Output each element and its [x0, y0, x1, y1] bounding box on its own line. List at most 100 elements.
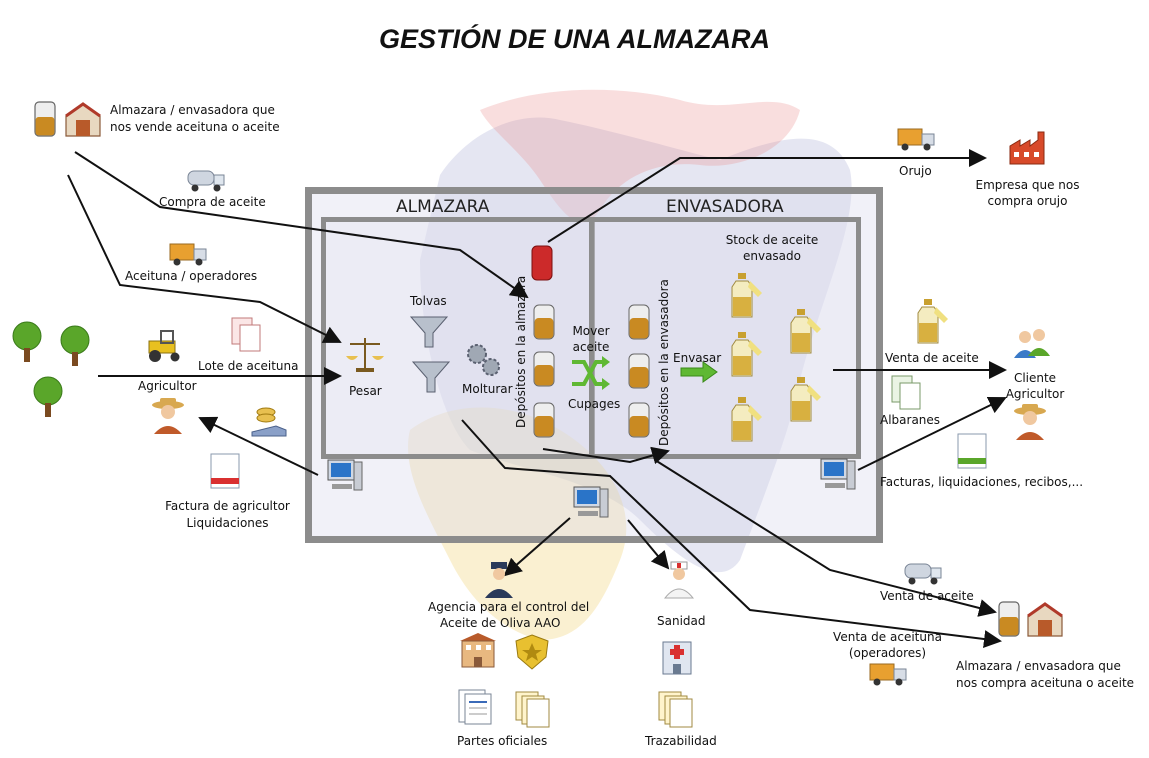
label-empresa-line1: Empresa que nos	[975, 178, 1080, 192]
arrow-envasadora-venta	[654, 459, 997, 617]
diagram-title: GESTIÓN DE UNA ALMAZARA	[379, 24, 770, 54]
arrow-factura-agricultor	[198, 416, 319, 476]
label-agencia-line1: Agencia para el control del	[428, 600, 590, 614]
label-comprador-line1: Almazara / envasadora que	[956, 659, 1121, 673]
arrow-compra-aceite	[74, 151, 529, 299]
label-cupages: Cupages	[568, 397, 621, 411]
oil-tank-icon	[628, 402, 650, 438]
warehouse-icon	[65, 102, 101, 137]
shuffle-icon	[572, 356, 610, 390]
label-cliente-line1: Cliente	[1013, 371, 1057, 385]
gears-icon	[467, 344, 500, 376]
hospital-icon	[662, 641, 692, 675]
label-depositos-envasadora: Depósitos en la envasadora	[657, 279, 671, 446]
oil-bottle-icon	[731, 332, 762, 377]
label-tolvas: Tolvas	[410, 294, 447, 308]
factory-icon	[1009, 131, 1045, 165]
olive-tree-icon	[12, 321, 42, 362]
documents-icon	[210, 453, 240, 489]
police-officer-icon	[485, 562, 513, 598]
olive-tree-icon	[60, 325, 90, 366]
label-stock-line1: Stock de aceite	[725, 233, 819, 247]
farmer-icon	[1014, 404, 1046, 440]
coins-hand-icon	[251, 407, 287, 437]
computer-icon	[820, 458, 856, 490]
label-envasar: Envasar	[673, 351, 722, 365]
documents-icon	[957, 433, 987, 469]
yellow-silhouette	[408, 407, 627, 640]
label-facturas: Facturas, liquidaciones, recibos,...	[880, 475, 1084, 489]
oil-bottle-icon	[917, 299, 948, 344]
label-agricultor: Agricultor	[138, 379, 197, 393]
warehouse-icon	[1027, 602, 1063, 637]
label-sanidad: Sanidad	[657, 614, 706, 628]
label-proveedor-line2: nos vende aceituna o aceite	[110, 120, 280, 134]
label-stock-line2: envasado	[742, 249, 801, 263]
label-lote-aceituna: Lote de aceituna	[198, 359, 299, 373]
arrow-depositos-envasadora	[542, 446, 670, 465]
arrow-facturas-cliente	[857, 396, 1007, 471]
truck-icon	[169, 243, 207, 266]
label-venta-aceite: Venta de aceite	[880, 589, 974, 603]
funnel-icon	[409, 316, 449, 348]
label-agencia-line2: Aceite de Oliva AAO	[440, 616, 561, 630]
label-mover-line2: aceite	[572, 340, 610, 354]
label-venta-aceituna-line1: Venta de aceituna	[833, 630, 942, 644]
truck-icon	[869, 663, 907, 686]
computer-icon	[327, 459, 363, 491]
office-building-icon	[460, 633, 496, 668]
farmer-icon	[152, 398, 184, 434]
arrow-molturar-venta	[461, 419, 1002, 648]
funnel-icon	[411, 361, 451, 393]
documents-icon	[231, 317, 261, 352]
label-compra-aceite: Compra de aceite	[159, 195, 266, 209]
arrow-aceituna-operadores	[67, 174, 342, 343]
olive-tree-icon	[33, 376, 63, 417]
oil-tank-icon	[533, 402, 555, 438]
label-depositos-almazara: Depósitos en la almazara	[514, 275, 528, 428]
label-mover-line1: Mover	[572, 324, 610, 338]
label-empresa-line2: compra orujo	[987, 194, 1068, 208]
oil-tank-icon	[998, 601, 1020, 637]
label-pesar: Pesar	[349, 384, 382, 398]
label-venta-aceite-cliente: Venta de aceite	[885, 351, 979, 365]
documents-icon	[515, 691, 550, 728]
arrow-orujo	[547, 149, 987, 243]
label-proveedor-line1: Almazara / envasadora que	[110, 103, 275, 117]
label-comprador-line2: nos compra aceituna o aceite	[956, 676, 1135, 690]
oil-tank-icon	[533, 351, 555, 387]
forms-icon	[458, 689, 492, 725]
oil-bottle-icon	[731, 397, 762, 442]
label-trazabilidad: Trazabilidad	[645, 734, 717, 748]
label-partes-oficiales: Partes oficiales	[457, 734, 548, 748]
section-envasadora: ENVASADORA	[666, 197, 784, 217]
computer-icon	[573, 486, 609, 518]
documents-icon	[891, 375, 921, 410]
scale-icon	[346, 338, 384, 372]
nurse-icon	[663, 561, 695, 599]
arrow-agencia	[503, 517, 571, 577]
arrow-right-icon	[680, 361, 718, 383]
label-orujo: Orujo	[899, 164, 932, 178]
documents-icon	[658, 691, 693, 728]
label-cliente-line2: Agricultor	[1005, 387, 1065, 401]
oil-tank-icon	[628, 353, 650, 389]
label-venta-aceituna-line2: (operadores)	[848, 646, 927, 660]
oil-bottle-icon	[790, 377, 821, 422]
police-badge-icon	[515, 634, 549, 670]
oil-bottle-icon	[731, 273, 762, 318]
oil-tank-icon	[628, 304, 650, 340]
label-factura-line1: Factura de agricultor	[165, 499, 290, 513]
tractor-icon	[148, 330, 180, 362]
tanker-truck-icon	[187, 170, 225, 192]
arrow-sanidad	[627, 519, 670, 570]
label-aceituna-operadores: Aceituna / operadores	[125, 269, 258, 283]
tanker-truck-icon	[904, 563, 942, 585]
truck-icon	[897, 128, 935, 151]
oil-tank-icon	[533, 304, 555, 340]
section-almazara: ALMAZARA	[396, 197, 490, 217]
label-albaranes: Albaranes	[880, 413, 941, 427]
label-factura-line2: Liquidaciones	[186, 516, 269, 530]
